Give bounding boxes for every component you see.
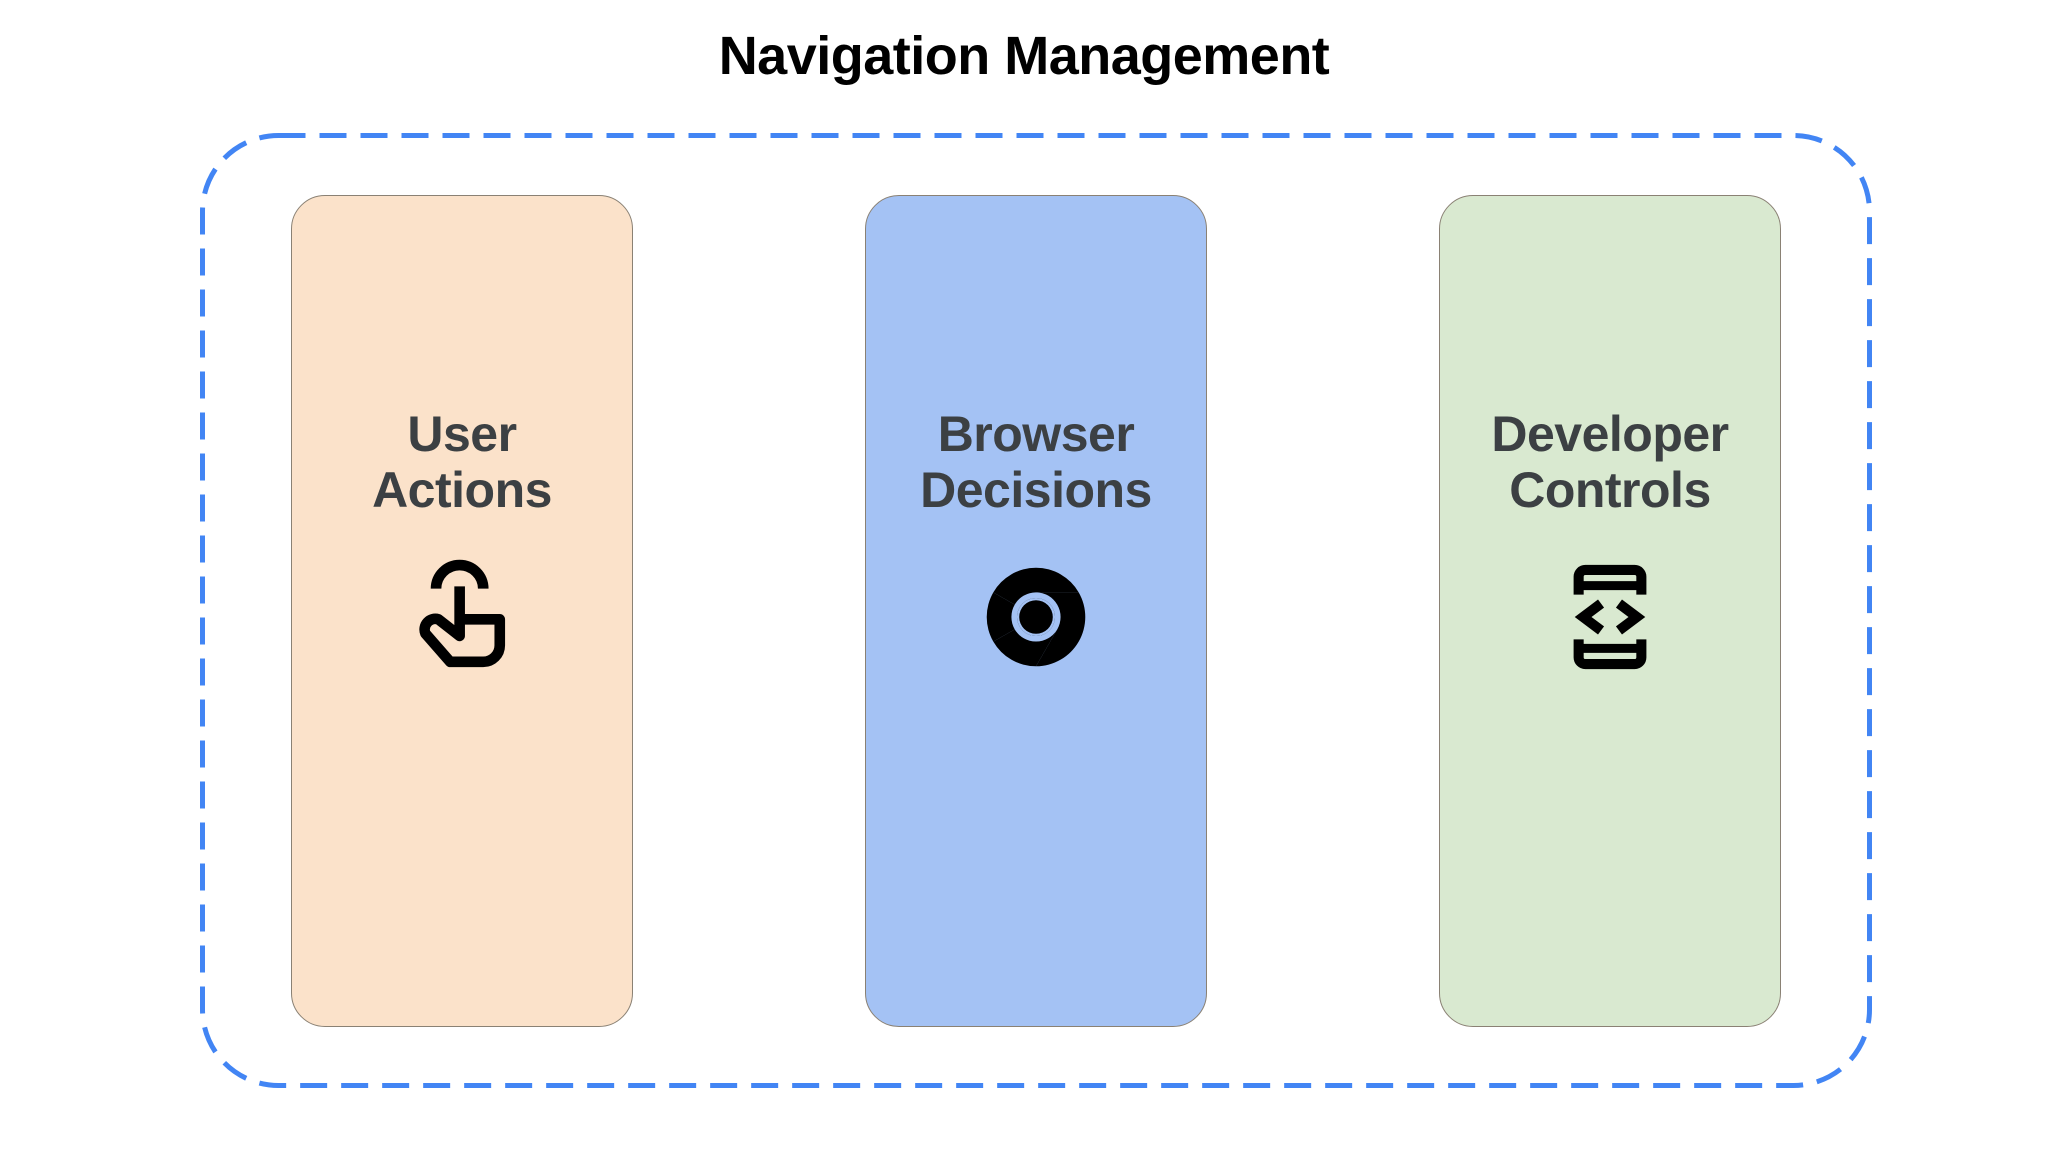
card-browser-decisions[interactable]: Browser Decisions bbox=[865, 194, 1207, 1027]
chrome-logo-glyph bbox=[986, 567, 1086, 666]
card-browser-decisions-label: Browser Decisions bbox=[920, 405, 1152, 518]
chrome-logo-icon bbox=[977, 558, 1095, 676]
card-user-actions-label: User Actions bbox=[372, 405, 552, 518]
card-developer-controls[interactable]: Developer Controls bbox=[1439, 194, 1781, 1027]
card-developer-controls-label: Developer Controls bbox=[1491, 405, 1729, 518]
page-title: Navigation Management bbox=[718, 26, 1330, 86]
touch-gesture-icon bbox=[403, 558, 521, 676]
device-code-glyph bbox=[1573, 564, 1647, 669]
touch-gesture-glyph bbox=[419, 559, 506, 667]
card-user-actions[interactable]: User Actions bbox=[291, 194, 633, 1027]
device-code-icon bbox=[1551, 558, 1669, 676]
cards-row: User Actions Browser Decisions bbox=[200, 133, 1872, 1088]
